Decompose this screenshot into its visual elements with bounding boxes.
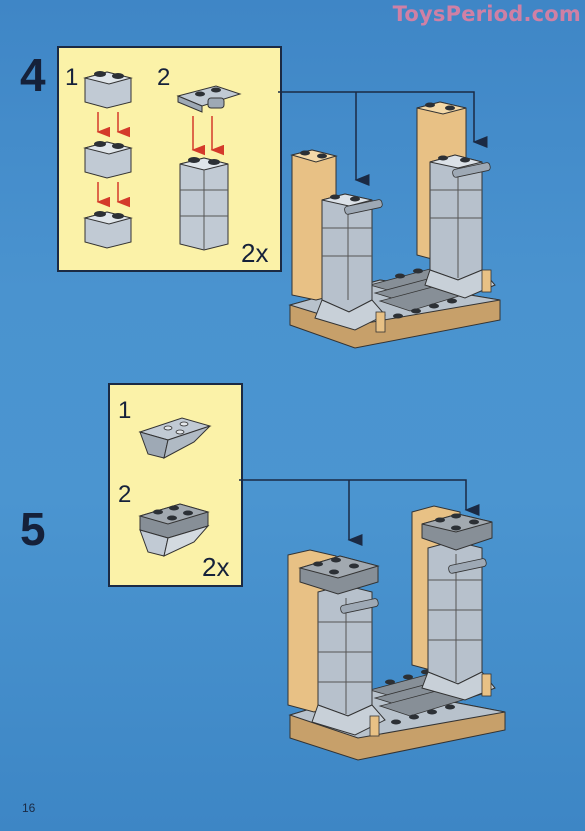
step-5-multiplier: 2x [202, 552, 230, 582]
step-4-brick-stack-2 [176, 85, 242, 251]
step-4-arrows [278, 91, 488, 186]
step-5-model [287, 505, 506, 761]
step-4-multiplier: 2x [241, 238, 269, 268]
step-4-brick-stack-1 [83, 71, 133, 249]
watermark-logo: ToysPeriod.com [392, 2, 581, 26]
step-5-substep-2: 2 [118, 481, 132, 508]
step-4-substep-2: 2 [157, 64, 171, 91]
step-4-substep-1: 1 [65, 64, 79, 91]
step-4-model [288, 101, 501, 349]
step-5-callout: 1 2 2x [108, 383, 243, 587]
step-5-arrows [239, 479, 480, 546]
step-5-substep-1: 1 [118, 397, 132, 424]
step-5-parts [138, 417, 212, 557]
step-4-number: 4 [20, 49, 46, 101]
page-number: 16 [22, 801, 36, 815]
step-5-number: 5 [20, 503, 46, 555]
